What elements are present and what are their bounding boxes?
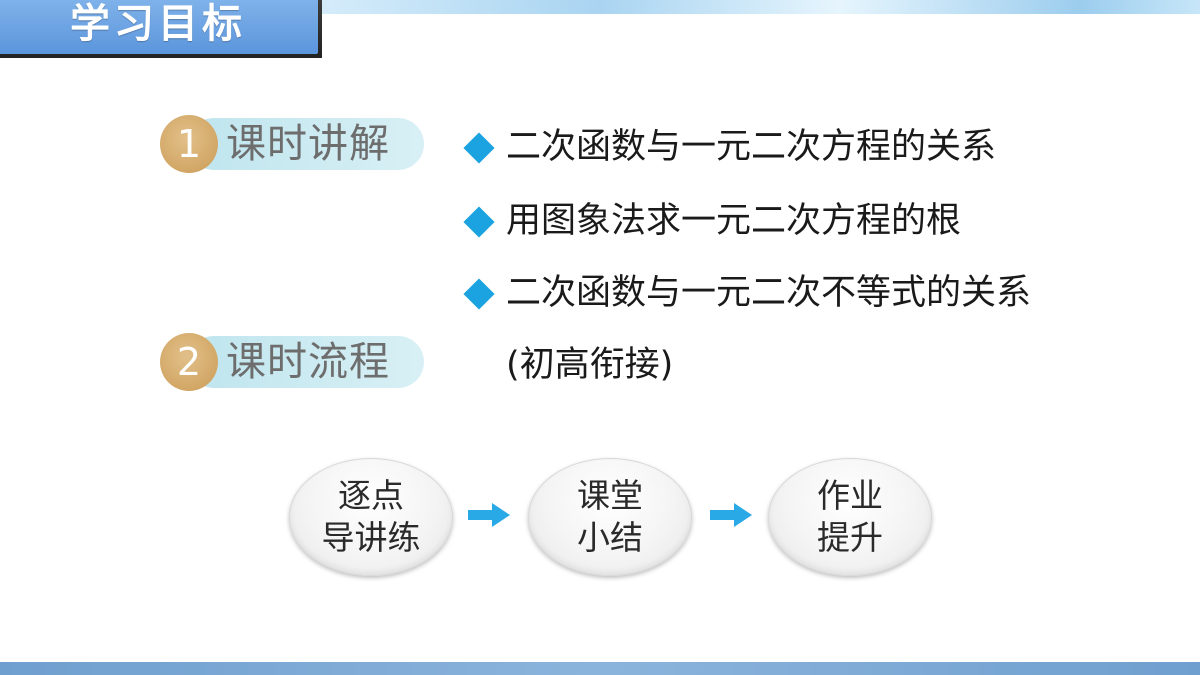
section-2-pill[interactable]: 2 课时流程	[160, 333, 426, 391]
diamond-bullet-icon	[463, 132, 495, 164]
section-label: 课时讲解	[226, 121, 390, 167]
section-pill-bar	[188, 118, 424, 170]
flow-step-summary[interactable]: 课堂 小结	[528, 458, 692, 576]
title-tab-face: 学习目标	[0, 0, 318, 54]
list-item-text: 二次函数与一元二次方程的关系	[506, 127, 997, 167]
bottom-decorative-bar	[0, 662, 1200, 675]
diamond-bullet-icon	[463, 206, 495, 238]
list-item-continuation: (初高衔接)	[506, 345, 674, 385]
section-number-badge: 1	[160, 115, 218, 173]
flow-step-practice[interactable]: 逐点 导讲练	[289, 458, 453, 576]
flow-step-homework[interactable]: 作业 提升	[768, 458, 932, 576]
title-tab: 学习目标	[0, 0, 322, 58]
list-item-text: 二次函数与一元二次不等式的关系	[506, 273, 1032, 313]
section-label: 课时流程	[226, 339, 390, 385]
flow-step-line: 作业	[817, 476, 883, 515]
flow-step-line: 提升	[817, 518, 883, 557]
diamond-bullet-icon	[463, 278, 495, 310]
flow-step-line: 小结	[577, 518, 643, 557]
list-item-text: 用图象法求一元二次方程的根	[506, 201, 962, 241]
right-arrow-icon	[468, 503, 510, 527]
flow-step-line: 逐点	[338, 476, 404, 515]
flow-step-line: 导讲练	[321, 518, 421, 557]
section-pill-bar	[188, 336, 424, 388]
right-arrow-icon	[710, 503, 752, 527]
section-1-pill[interactable]: 1 课时讲解	[160, 115, 426, 173]
section-number-badge: 2	[160, 333, 218, 391]
flow-step-line: 课堂	[577, 476, 643, 515]
page-title: 学习目标	[70, 1, 246, 47]
